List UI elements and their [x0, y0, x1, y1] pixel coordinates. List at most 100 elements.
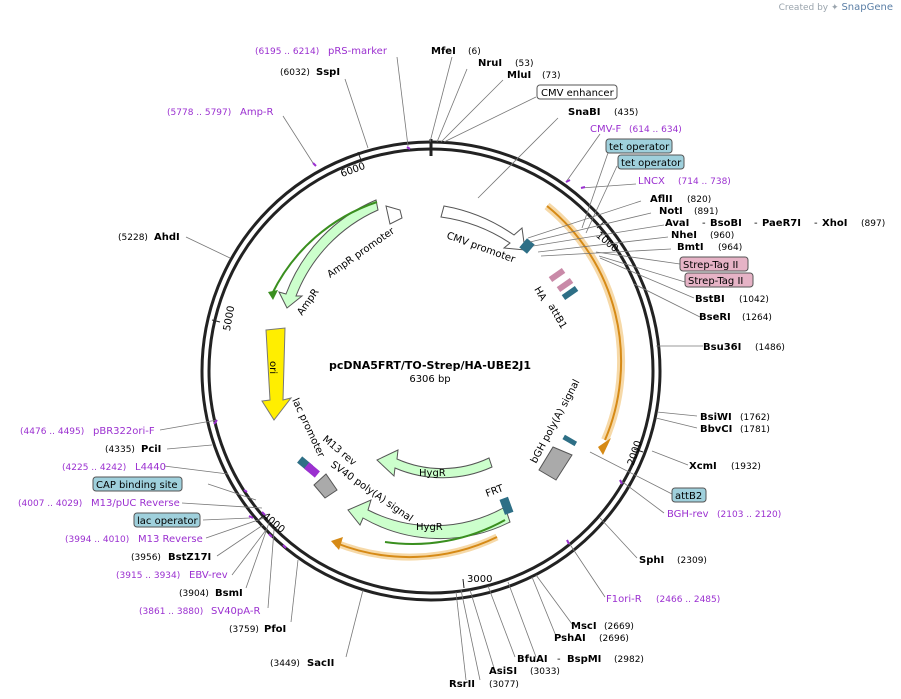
site-bfu-group[interactable]: BfuAI - BspMI (2982) [517, 654, 644, 665]
primer-l4440[interactable]: (4225 .. 4242)L4440 [62, 462, 166, 473]
site-asisi[interactable]: AsiSI(3033) [489, 666, 560, 677]
site-pos: (1042) [739, 295, 769, 305]
site-mfei[interactable]: MfeI(6) [431, 46, 481, 57]
primer-name: pRS-marker [328, 46, 388, 57]
site-rsrii[interactable]: RsrII(3077) [449, 679, 519, 690]
site-name: PaeR7I [762, 218, 801, 229]
site-name: BseRI [699, 312, 731, 323]
box-strep-tag-2[interactable]: Strep-Tag II [684, 272, 754, 288]
ori-arrow [261, 327, 293, 421]
site-mlui[interactable]: MluI(73) [507, 70, 560, 81]
site-pos: (964) [718, 243, 742, 253]
primer-range: (3915 .. 3934) [116, 571, 180, 581]
site-name: PfoI [264, 624, 286, 635]
box-strep-tag-1[interactable]: Strep-Tag II [679, 256, 749, 272]
snapgene-credit: Created by ✦ SnapGene [779, 2, 893, 13]
site-name: BfuAI [517, 654, 548, 665]
attb1-label: attB1 [545, 302, 568, 331]
site-name: BsiWI [700, 412, 732, 423]
bgh-block [538, 446, 573, 481]
site-pos: (897) [861, 219, 885, 229]
frt-label: FRT [484, 483, 506, 500]
site-ava-group[interactable]: AvaI - BsoBI - PaeR7I - XhoI (897) [665, 218, 885, 229]
box-cap-binding[interactable]: CAP binding site [92, 476, 183, 492]
site-bmti[interactable]: BmtI(964) [677, 242, 742, 253]
box-text: CMV enhancer [541, 88, 615, 99]
site-xcmi[interactable]: XcmI(1932) [689, 461, 761, 472]
lac-promoter-label: lac promoter [289, 397, 326, 460]
site-nrui[interactable]: NruI(53) [478, 58, 533, 69]
box-attb2[interactable]: attB2 [671, 487, 707, 503]
leader-lines [159, 56, 703, 681]
ha-block-2 [556, 277, 574, 293]
hygr-arrow-2 [347, 499, 511, 540]
primer-range: (5778 .. 5797) [167, 108, 231, 118]
primer-bghrev[interactable]: BGH-rev(2103 .. 2120) [667, 509, 781, 520]
site-pos: (2696) [599, 634, 629, 644]
hygr-orange-line-core [335, 536, 498, 559]
site-name: AvaI [665, 218, 689, 229]
credit-brand[interactable]: SnapGene [841, 2, 893, 13]
primer-range: (4007 .. 4029) [18, 499, 82, 509]
lac-block [304, 462, 320, 478]
site-pcii[interactable]: (4335)PciI [105, 444, 161, 455]
primer-range: (4476 .. 4495) [20, 427, 84, 437]
site-nhei[interactable]: NheI(960) [671, 230, 734, 241]
site-sspi[interactable]: (6032)SspI [280, 67, 340, 78]
box-text: tet operator [621, 158, 682, 169]
site-sacii[interactable]: (3449)SacII [270, 658, 334, 669]
primer-name: SV40pA-R [211, 606, 260, 617]
site-snabi[interactable]: SnaBI(435) [568, 107, 638, 118]
site-name: BspMI [567, 654, 601, 665]
ampr-label: AmpR [295, 287, 321, 318]
site-pfoi[interactable]: (3759)PfoI [229, 624, 286, 635]
site-bstbi[interactable]: BstBI(1042) [695, 294, 769, 305]
ha-block-3 [561, 285, 579, 301]
site-bbvci[interactable]: BbvCI(1781) [700, 424, 770, 435]
site-bstz17i[interactable]: (3956)BstZ17I [131, 552, 211, 563]
primer-range: (4225 .. 4242) [62, 463, 126, 473]
primer-f1ori[interactable]: F1ori-R(2466 .. 2485) [606, 594, 720, 605]
site-name: SacII [307, 658, 334, 669]
primer-name: Amp-R [240, 107, 274, 118]
primer-range: (714 .. 738) [678, 177, 731, 187]
site-name: SphI [639, 555, 664, 566]
ampr-green-line [271, 201, 378, 295]
box-tet-operator-2[interactable]: tet operator [617, 154, 685, 170]
site-name: Bsu36I [703, 342, 741, 353]
primer-m13rev[interactable]: (3994 .. 4010)M13 Reverse [65, 534, 203, 545]
hygr-orange-head [331, 537, 343, 550]
primer-ampr[interactable]: (5778 .. 5797) Amp-R [167, 107, 274, 118]
primer-pbr[interactable]: (4476 .. 4495)pBR322ori-F [20, 426, 155, 437]
site-msci[interactable]: MscI(2669) [571, 621, 634, 632]
site-pos: (1486) [755, 343, 785, 353]
orange-feature-line [546, 205, 623, 441]
site-sphi[interactable]: SphI (2309) [639, 555, 707, 566]
site-bsu36i[interactable]: Bsu36I (1486) [703, 342, 785, 353]
primer-ebv[interactable]: (3915 .. 3934)EBV-rev [116, 570, 228, 581]
site-ahdi[interactable]: (5228)AhdI [118, 232, 180, 243]
primer-m13puc[interactable]: (4007 .. 4029)M13/pUC Reverse [18, 498, 180, 509]
site-pos: (960) [710, 231, 734, 241]
site-pshai[interactable]: PshAI(2696) [554, 633, 629, 644]
primer-range: (6195 .. 6214) [255, 47, 319, 57]
site-noti[interactable]: NotI(891) [659, 206, 718, 217]
site-pos: (1762) [740, 413, 770, 423]
site-pos: (2309) [677, 556, 707, 566]
primer-prs[interactable]: (6195 .. 6214) pRS-marker [255, 46, 388, 57]
site-name: RsrII [449, 679, 475, 690]
site-name: AflII [650, 194, 673, 205]
box-cmv-enhancer[interactable]: CMV enhancer [536, 84, 618, 100]
primer-name: LNCX [638, 176, 665, 187]
primer-name: CMV-F [590, 124, 621, 135]
site-aflii[interactable]: AflII(820) [650, 194, 711, 205]
primer-sv40pa[interactable]: (3861 .. 3880)SV40pA-R [139, 606, 260, 617]
site-bsmi[interactable]: (3904)BsmI [179, 588, 243, 599]
site-bsiwi[interactable]: BsiWI (1762) [700, 412, 770, 423]
separator: - [557, 654, 561, 665]
box-lac-operator[interactable]: lac operator [133, 512, 201, 528]
primer-lncx[interactable]: LNCX (714 .. 738) [638, 176, 731, 187]
box-tet-operator-1[interactable]: tet operator [605, 138, 673, 154]
primer-cmvf[interactable]: CMV-F(614 .. 634) [590, 124, 682, 135]
site-bseri[interactable]: BseRI(1264) [699, 312, 772, 323]
